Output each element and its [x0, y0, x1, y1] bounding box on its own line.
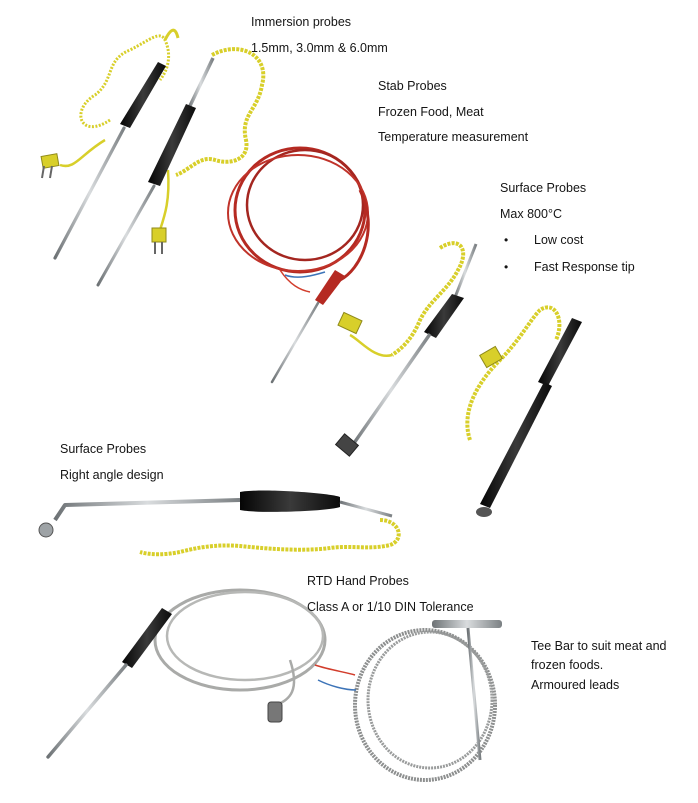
tee-bar-probe: [314, 620, 502, 782]
surface-probes-right-angle-title: Surface Probes: [60, 442, 147, 456]
stab-probes-line1: Frozen Food, Meat: [378, 105, 484, 119]
rtd-hand-probes-title: RTD Hand Probes: [307, 574, 409, 588]
surface-probes-title: Surface Probes: [500, 181, 587, 195]
immersion-probes-title: Immersion probes: [251, 15, 352, 29]
surface-bullet-fast-response: Fast Response tip: [534, 260, 635, 274]
tee-bar-line1: Tee Bar to suit meat and: [531, 639, 667, 653]
stab-probes-title: Stab Probes: [378, 79, 447, 93]
bullet-icon: •: [504, 260, 509, 274]
surface-bullet-low-cost: Low cost: [534, 233, 584, 247]
tee-bar-line2: frozen foods.: [531, 658, 604, 672]
rtd-hand-probe: [46, 588, 327, 759]
surface-probe-straight: [334, 241, 478, 457]
surface-probe-black-handle: [465, 305, 582, 517]
tee-bar-line3: Armoured leads: [531, 678, 620, 692]
immersion-probe-right: [96, 47, 266, 287]
immersion-probe-left: [40, 28, 180, 260]
bullet-icon: •: [504, 233, 509, 247]
stab-probes-line2: Temperature measurement: [378, 130, 529, 144]
immersion-probes-sizes: 1.5mm, 3.0mm & 6.0mm: [251, 41, 388, 55]
surface-probes-right-angle-desc: Right angle design: [60, 468, 164, 482]
surface-probe-right-angle: [38, 490, 401, 557]
stab-probe-red-cable: [227, 146, 370, 384]
surface-probes-max-temp: Max 800°C: [500, 207, 562, 221]
rtd-hand-probes-tolerance: Class A or 1/10 DIN Tolerance: [307, 600, 474, 614]
